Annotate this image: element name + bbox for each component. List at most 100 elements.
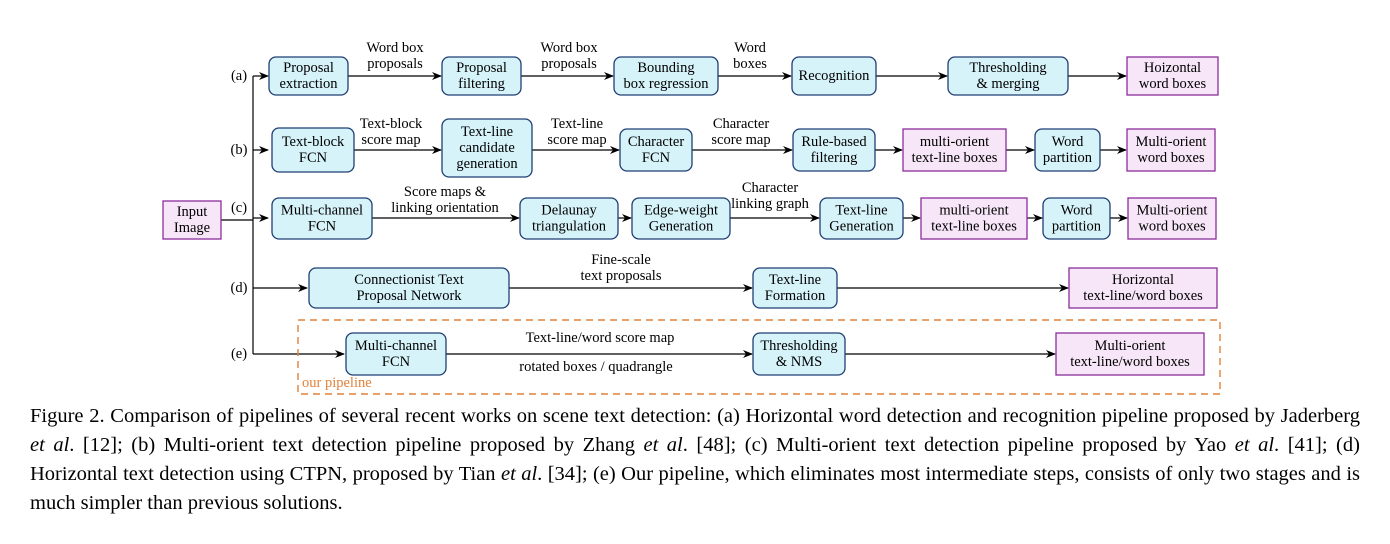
row-d-node-2-label-line: Formation [765,288,826,304]
input-image-node-label-line: Image [174,220,210,236]
row-b-node-6-shape [1034,128,1101,172]
row-e-node-1-label-line: Multi-channel [355,338,437,354]
row-e-node-2-label-line: Thresholding [760,338,837,354]
row-b-node-4-label-line: filtering [811,150,858,166]
row-a-node-1-label-line: Proposal [283,60,334,76]
row-b-edge-label-1-line: Text-block [360,116,423,132]
row-e-node-2-shape [752,332,846,376]
row-c-node-5-label-line: multi-orient [939,203,1008,219]
row-c-node-2-label-line: Delaunay [541,203,597,219]
row-c-edge-label-1: Score maps &linking orientation [391,184,499,216]
row-b-node-2-label-line: generation [456,156,518,172]
row-c-node-1-shape [271,197,373,240]
row-e-label: (e) [231,346,247,362]
row-a-node-6-label-line: Hoizontal [1144,60,1201,76]
row-b-node-1-label-line: FCN [299,150,328,166]
row-a-node-2-label-line: Proposal [456,60,507,76]
row-a-node-6-shape [1126,56,1219,96]
row-d-node-1-label-line: Proposal Network [356,288,462,304]
row-c-node-7-shape [1127,197,1217,240]
row-b-edge-label-1-line: score map [361,132,420,148]
row-b-edge-label-2-line: Text-line [551,116,603,132]
row-b-edge-label-2-line: score map [547,132,606,148]
row-c-edge-label-2-line: Character [742,180,799,196]
row-a-node-3-label-line: Bounding [637,60,694,76]
row-e-node-1-label-line: FCN [382,354,411,370]
row-c-node-7-label-line: Multi-orient [1137,203,1208,219]
row-a-edge-label-1-line: proposals [367,56,423,72]
row-c-label: (c) [231,200,247,216]
row-a-node-5: Thresholding& merging [947,56,1069,96]
row-a-edge-label-3-line: Word [734,40,767,56]
row-c-node-3-label-line: Generation [649,219,714,235]
row-e-edge-label-above: Text-line/word score map [526,330,675,346]
caption-part-2: . [12]; (b) Multi-orient text detection … [69,434,644,456]
figure-caption: Figure 2. Comparison of pipelines of sev… [30,402,1360,518]
row-c-node-2-shape [519,197,619,240]
row-d-node-2-label-line: Text-line [769,272,821,288]
row-b-node-2-shape [441,118,533,178]
row-d-node-3-label-line: text-line/word boxes [1083,288,1203,304]
input-image-node-label-line: Input [177,204,208,220]
row-a-node-1-label-line: extraction [280,76,339,92]
row-b-node-5-label-line: multi-orient [920,134,989,150]
row-b-node-6-label-line: partition [1043,150,1093,166]
row-a-node-5-label-line: Thresholding [969,60,1046,76]
row-d-node-1-label-line: Connectionist Text [354,272,463,288]
row-d-node-1-shape [308,267,510,309]
row-e-node-2-label-line: & NMS [776,354,822,370]
row-a-edge-label-1-line: Word box [366,40,424,56]
row-b-node-3-label-line: Character [628,134,685,150]
row-b-node-4-label-line: Rule-based [801,134,867,150]
row-e-node-1-shape [345,332,447,376]
row-b-label: (b) [231,142,248,158]
row-d-node-3-shape [1068,267,1218,309]
row-e-node-2: Thresholding& NMS [752,332,846,376]
row-a-node-4-label: Recognition [799,68,871,84]
row-e-node-2-label: Thresholding& NMS [760,338,837,370]
row-c-node-4-label-line: Generation [829,219,894,235]
row-c-node-1-label-line: Multi-channel [281,203,363,219]
row-a-node-4: Recognition [791,56,877,96]
row-b-node-3-label-line: FCN [642,150,671,166]
row-c-edge-label-2-line: linking graph [731,196,809,212]
our-pipeline-label: our pipeline [302,375,372,391]
caption-etal-2: et al [643,434,683,456]
row-b-node-3-shape [619,128,693,172]
row-a-edge-label-2-line: proposals [541,56,597,72]
row-a-node-4-shape [791,56,877,96]
row-a-node-5-shape [947,56,1069,96]
row-c-node-5-shape [920,197,1028,240]
row-c-node-6-label-line: Word [1061,203,1094,219]
row-a-node-4-label-line: Recognition [799,68,871,84]
row-a-edge-label-2-line: Word box [540,40,598,56]
row-d-edge-label-1-line: text proposals [581,268,662,284]
